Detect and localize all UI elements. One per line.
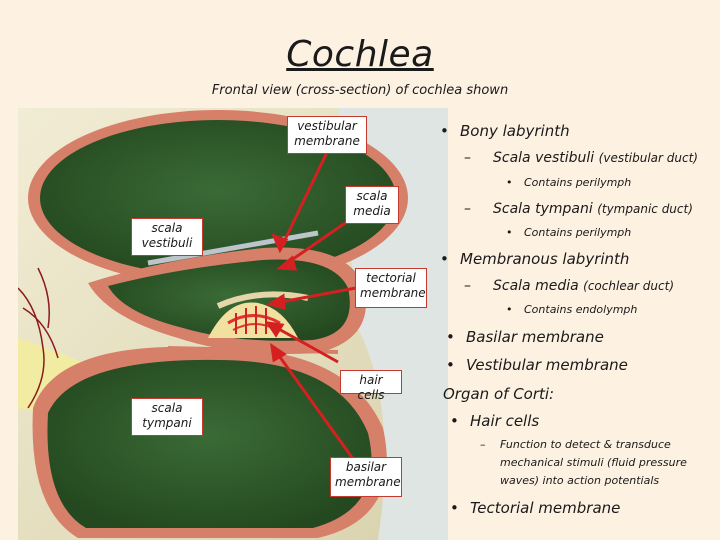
note-function-line-2: mechanical stimuli (fluid pressure xyxy=(500,456,687,469)
page-subtitle: Frontal view (cross-section) of cochlea … xyxy=(211,83,509,98)
label-scala-tympani: scala tympani xyxy=(131,398,203,436)
dash-glyph: – xyxy=(464,150,471,166)
basilar-membrane-line xyxy=(167,346,339,354)
bullet-glyph: • xyxy=(506,176,513,189)
note-scala-media: Scala media (cochlear duct) xyxy=(493,278,675,294)
bullet-glyph: • xyxy=(506,303,513,316)
label-vestibular-membrane: vestibular membrane xyxy=(287,116,367,154)
dash-glyph: – xyxy=(480,438,486,451)
note-function-line-1: Function to detect & transduce xyxy=(500,438,671,451)
note-hair-cells: Hair cells xyxy=(470,412,540,430)
lower-chamber-fluid xyxy=(47,359,372,528)
note-tectorial-membrane: Tectorial membrane xyxy=(470,499,621,517)
nerve-fibers xyxy=(18,267,59,409)
label-hair-cells: hair cells xyxy=(340,370,402,402)
dash-glyph: – xyxy=(464,201,471,217)
bullet-glyph: • xyxy=(450,499,459,517)
label-basilar-membrane: basilar membrane xyxy=(330,457,402,497)
note-basilar-membrane: Basilar membrane xyxy=(466,328,604,346)
vestibular-membrane-line xyxy=(147,230,319,266)
page-title: Cochlea xyxy=(286,34,434,75)
note-bony-labyrinth: Bony labyrinth xyxy=(460,122,570,140)
note-perilymph-2: Contains perilymph xyxy=(524,226,632,239)
note-perilymph-1: Contains perilymph xyxy=(524,176,632,189)
bullet-glyph: • xyxy=(506,226,513,239)
label-scala-vestibuli: scala vestibuli xyxy=(131,218,203,256)
note-scala-vestibuli: Scala vestibuli (vestibular duct) xyxy=(493,150,698,166)
tectorial-membrane-shape xyxy=(216,291,309,309)
label-tectorial-membrane: tectorial membrane xyxy=(355,268,427,308)
bullet-glyph: • xyxy=(450,412,459,430)
note-function-line-3: waves) into action potentials xyxy=(500,474,660,487)
note-organ-of-corti: Organ of Corti: xyxy=(443,385,555,403)
note-endolymph: Contains endolymph xyxy=(524,303,638,316)
note-vestibular-membrane: Vestibular membrane xyxy=(466,356,628,374)
note-membranous-labyrinth: Membranous labyrinth xyxy=(460,250,630,268)
label-scala-media: scala media xyxy=(345,186,399,224)
note-scala-tympani: Scala tympani (tympanic duct) xyxy=(493,201,693,217)
dash-glyph: – xyxy=(464,278,471,294)
